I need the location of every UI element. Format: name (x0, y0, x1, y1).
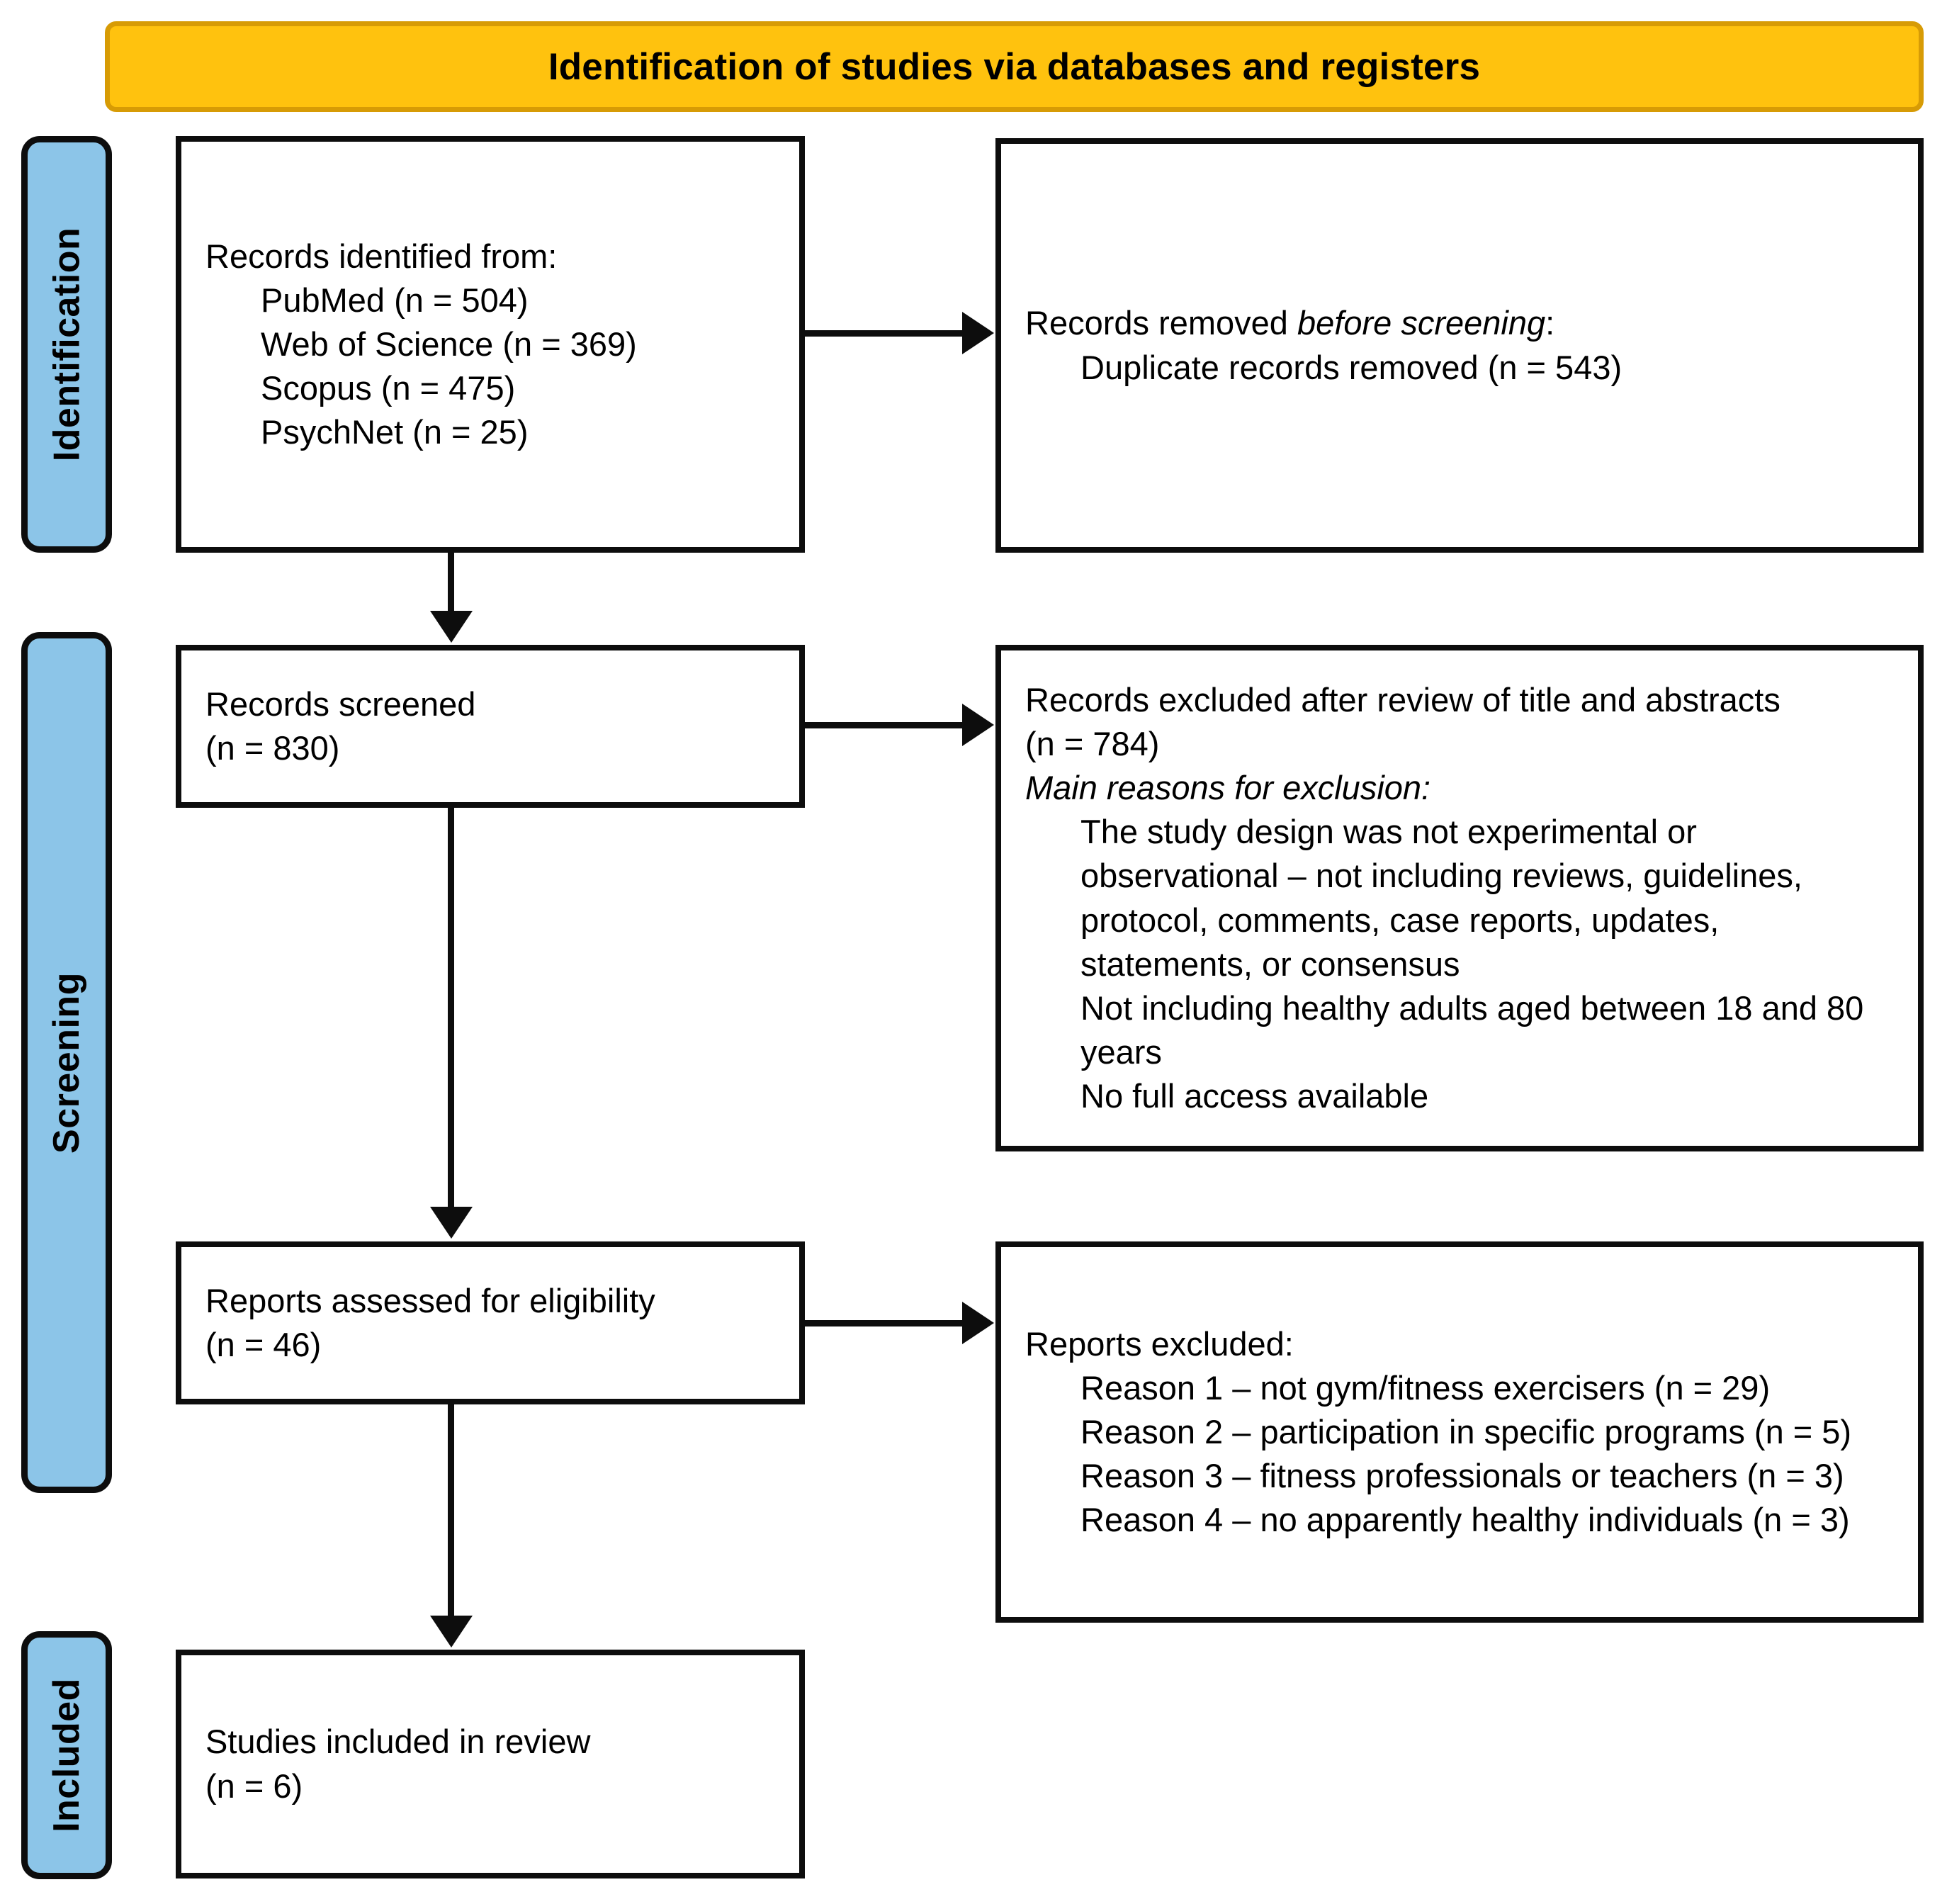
records-excluded-heading: Records excluded after review of title a… (1025, 681, 1780, 719)
connector-screened-to-excluded (805, 722, 966, 728)
reports-assessed-count: (n = 46) (205, 1326, 322, 1363)
box-records-removed: Records removed before screening: Duplic… (995, 138, 1924, 553)
records-screened-label: Records screened (205, 685, 476, 723)
studies-included-label: Studies included in review (205, 1723, 591, 1761)
box-reports-assessed: Reports assessed for eligibility (n = 46… (176, 1241, 805, 1404)
records-identified-source-pubmed: PubMed (n = 504) (261, 281, 529, 319)
records-identified-heading: Records identified from: (205, 237, 558, 275)
connector-identified-to-screened (448, 553, 454, 613)
reports-excluded-reason-4: Reason 4 – no apparently healthy individ… (1080, 1501, 1850, 1539)
stage-label-identification: Identification (21, 136, 112, 553)
box-reports-excluded: Reports excluded: Reason 1 – not gym/fit… (995, 1241, 1924, 1623)
records-removed-heading-lead: Records removed (1025, 304, 1297, 342)
records-removed-duplicates: Duplicate records removed (n = 543) (1080, 348, 1622, 386)
records-removed-heading-italic: before screening (1297, 304, 1546, 342)
connector-assessed-to-included (448, 1404, 454, 1617)
arrow-right-icon (962, 704, 994, 746)
connector-assessed-to-excluded (805, 1320, 966, 1326)
reports-assessed-label: Reports assessed for eligibility (205, 1281, 655, 1319)
connector-identified-to-removed (805, 330, 966, 337)
stage-label-included-text: Included (46, 1678, 88, 1832)
records-excluded-reason-2: Not including healthy adults aged betwee… (1080, 988, 1864, 1071)
arrow-right-icon (962, 312, 994, 354)
stage-label-included: Included (21, 1631, 112, 1879)
stage-label-screening-text: Screening (46, 971, 88, 1154)
records-excluded-reason-1: The study design was not experimental or… (1080, 813, 1802, 983)
reports-excluded-heading: Reports excluded: (1025, 1324, 1294, 1363)
box-records-excluded-screening: Records excluded after review of title a… (995, 645, 1924, 1151)
records-screened-count: (n = 830) (205, 729, 340, 767)
box-records-screened: Records screened (n = 830) (176, 645, 805, 808)
records-removed-heading: Records removed before screening: (1025, 301, 1894, 345)
records-identified-source-wos: Web of Science (n = 369) (261, 325, 637, 363)
records-removed-heading-tail: : (1545, 304, 1555, 342)
reports-excluded-reason-1: Reason 1 – not gym/fitness exercisers (n… (1080, 1368, 1771, 1407)
arrow-right-icon (962, 1302, 994, 1344)
arrow-down-icon (430, 611, 473, 643)
diagram-header-banner: Identification of studies via databases … (105, 21, 1924, 112)
records-excluded-count: (n = 784) (1025, 725, 1160, 763)
diagram-title: Identification of studies via databases … (548, 45, 1481, 88)
stage-label-screening: Screening (21, 632, 112, 1493)
records-excluded-reason-3: No full access available (1080, 1076, 1429, 1115)
arrow-down-icon (430, 1616, 473, 1647)
records-identified-source-scopus: Scopus (n = 475) (261, 369, 516, 407)
reports-excluded-reason-2: Reason 2 – participation in specific pro… (1080, 1412, 1852, 1450)
box-studies-included: Studies included in review (n = 6) (176, 1650, 805, 1878)
arrow-down-icon (430, 1207, 473, 1239)
records-identified-source-psychnet: PsychNet (n = 25) (261, 413, 529, 451)
box-records-identified: Records identified from: PubMed (n = 504… (176, 136, 805, 553)
studies-included-count: (n = 6) (205, 1767, 303, 1805)
reports-excluded-reason-3: Reason 3 – fitness professionals or teac… (1080, 1457, 1844, 1495)
connector-screened-to-assessed (448, 808, 454, 1208)
stage-label-identification-text: Identification (46, 227, 87, 462)
records-excluded-subheading: Main reasons for exclusion: (1025, 769, 1431, 807)
